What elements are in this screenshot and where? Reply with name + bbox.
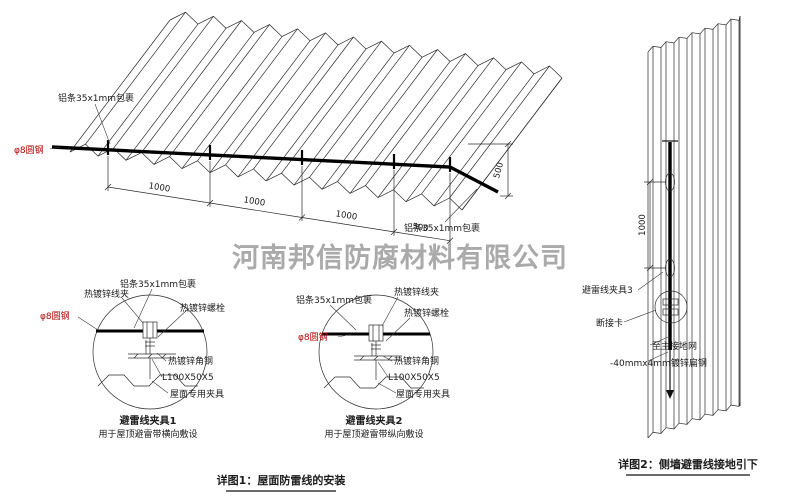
disconnect-callout-circle bbox=[654, 290, 688, 324]
detail-1-leaders bbox=[77, 288, 189, 394]
roof-strip-label-right: 铝条35x1mm包裹 bbox=[404, 222, 480, 234]
ground-arrow bbox=[666, 390, 674, 399]
detail-2-angle-spec: L100X50X5 bbox=[388, 373, 440, 383]
roof-lightning-wire-group bbox=[51, 140, 499, 194]
roof-strip-label-top: 铝条35x1mm包裹 bbox=[58, 92, 134, 104]
leader-strip-top bbox=[94, 103, 111, 145]
detail-2-angle-label: 热镀锌角钢 bbox=[394, 355, 439, 367]
roof-wire-clamps bbox=[106, 140, 452, 172]
detail-2-leaders bbox=[329, 296, 411, 394]
wall-clamp3-label: 避雷线夹具3 bbox=[582, 284, 633, 296]
wall-corrugated-sheet bbox=[647, 15, 741, 439]
caption-detail-2: 详图2：侧墙避雷线接地引下 bbox=[618, 457, 758, 471]
detail-2-subtitle: 用于屋顶避雷带纵向敷设 bbox=[324, 428, 423, 440]
detail-1-circle bbox=[92, 294, 208, 410]
disconnect-bar-bottom bbox=[662, 308, 679, 316]
roof-dimension-lines bbox=[104, 140, 513, 245]
company-watermark: 河南邦信防腐材料有限公司 bbox=[232, 243, 568, 274]
disconnect-bar-top bbox=[662, 298, 679, 306]
wall-flat-steel-label: -40mmx4mm镀锌扁钢 bbox=[610, 357, 707, 369]
detail-2-rod-label: φ8圆钢 bbox=[298, 331, 328, 343]
detail-1-angle-label: 热镀锌角钢 bbox=[168, 355, 213, 367]
detail-2-clamp-label: 热镀锌线夹 bbox=[394, 286, 439, 298]
detail-1-strip-label: 铝条35x1mm包裹 bbox=[120, 278, 196, 290]
wall-dimension-lines bbox=[644, 178, 666, 272]
wall-leaders bbox=[623, 271, 669, 362]
roof-dim-1000-a: 1000 bbox=[148, 181, 171, 194]
detail-2-clamp-assembly bbox=[323, 324, 424, 389]
roof-rod-label: φ8圆钢 bbox=[14, 144, 44, 156]
roof-dim-500: 500 bbox=[412, 222, 430, 234]
wall-dim-1000: 1000 bbox=[638, 214, 648, 236]
wall-ground-label: 至主接地网 bbox=[652, 340, 697, 352]
leader-rod bbox=[49, 146, 61, 150]
detail-2-clamp-view: 铝条35x1mm包裹 热镀锌线夹 热镀锌螺栓 φ8圆钢 热镀锌角钢 L100X5… bbox=[296, 286, 450, 440]
detail-1-title: 避雷线夹具1 bbox=[119, 414, 177, 427]
leader-strip-right bbox=[444, 188, 478, 223]
roof-dim-1000-c: 1000 bbox=[335, 209, 358, 222]
detail-2-strip-label: 铝条35x1mm包裹 bbox=[296, 294, 372, 306]
detail-1-clamp-label: 热镀锌线夹 bbox=[84, 288, 129, 300]
detail-2-circle bbox=[318, 294, 434, 410]
detail-1-roof-clamp-label: 屋面专用夹具 bbox=[170, 388, 224, 400]
detail-1-subtitle: 用于屋顶避雷带横向敷设 bbox=[98, 428, 197, 440]
roof-dim-500-right: 500 bbox=[492, 161, 506, 179]
detail-1-angle-spec: L100X50X5 bbox=[162, 373, 214, 383]
caption-detail-1: 详图1：屋面防雷线的安装 bbox=[217, 473, 346, 487]
detail-1-clamp-view: 热镀锌线夹 铝条35x1mm包裹 热镀锌螺栓 φ8圆钢 热镀锌角钢 L100X5… bbox=[40, 278, 225, 440]
detail-2-roof-clamp-label: 屋面专用夹具 bbox=[396, 388, 450, 400]
detail-2-bolt-label: 热镀锌螺栓 bbox=[404, 307, 449, 319]
detail-2-title: 避雷线夹具2 bbox=[345, 414, 403, 427]
roof-corrugated-sheet bbox=[69, 11, 563, 211]
detail-1-rod-label: φ8圆钢 bbox=[40, 310, 70, 322]
wall-disconnect-label: 断接卡 bbox=[596, 317, 623, 329]
detail-1-bolt-label: 热镀锌螺栓 bbox=[180, 302, 225, 314]
roof-dim-1000-b: 1000 bbox=[243, 195, 266, 208]
detail-1-clamp-assembly bbox=[97, 321, 198, 387]
